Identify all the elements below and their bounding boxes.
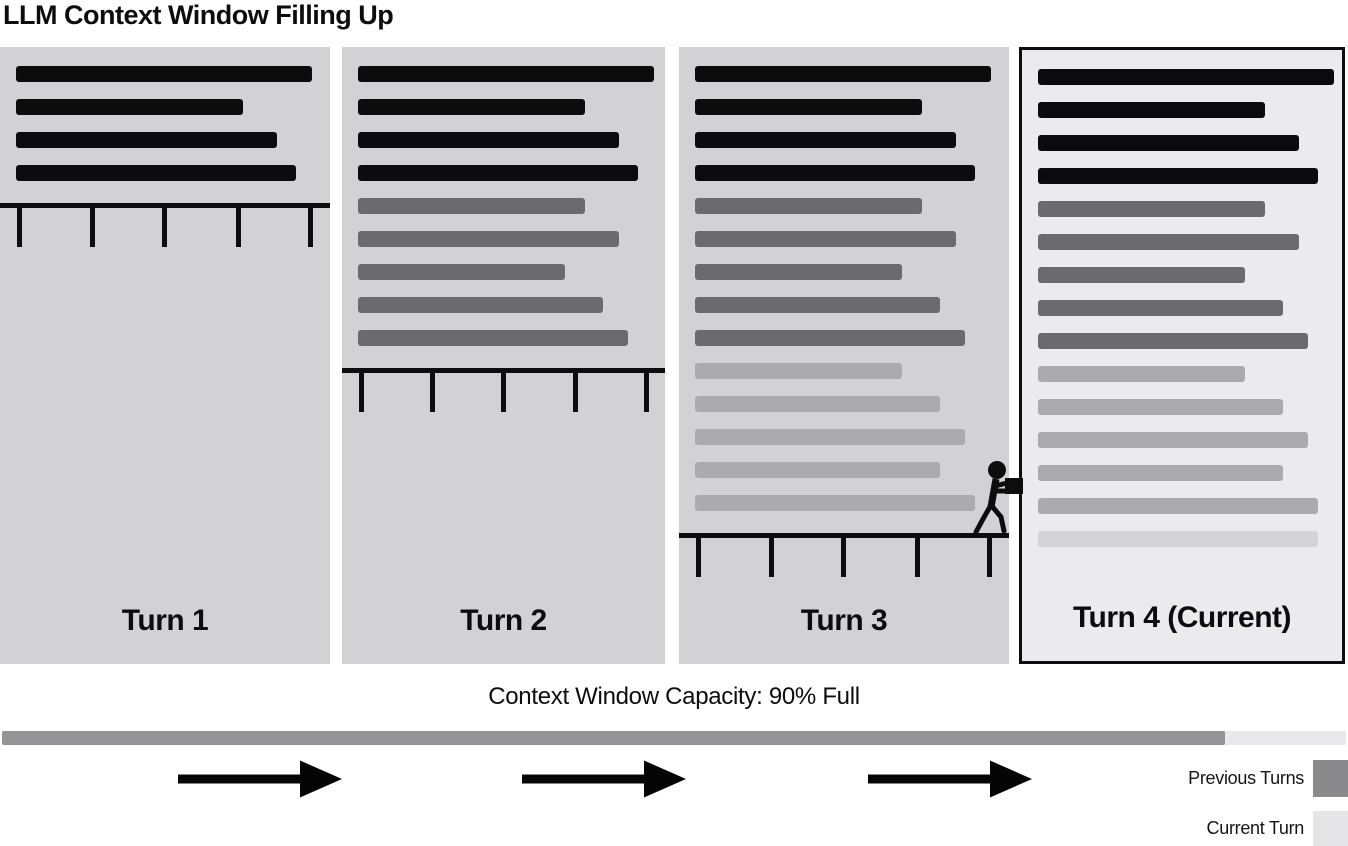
text-line-bar	[1038, 168, 1318, 184]
turn-panel-1: Turn 1	[0, 47, 330, 664]
ruler-icon	[342, 368, 665, 413]
text-line-bar	[695, 297, 940, 313]
text-line-bar	[1038, 399, 1283, 415]
turn-panel-2: Turn 2	[342, 47, 665, 664]
text-line-bar	[1038, 234, 1299, 250]
legend-swatch-previous-turns	[1313, 760, 1348, 797]
page-title: LLM Context Window Filling Up	[3, 0, 394, 30]
text-line-bar	[1038, 201, 1265, 217]
text-line-bar	[358, 330, 628, 346]
legend-item-previous-turns: Previous Turns	[1188, 760, 1348, 797]
turn-panel-3: Turn 3	[679, 47, 1009, 664]
ruler-icon	[0, 203, 330, 248]
text-line-bar	[695, 495, 975, 511]
legend-swatch-current-turn	[1313, 811, 1348, 846]
text-line-bar	[695, 264, 902, 280]
text-line-bar	[358, 297, 603, 313]
legend-label: Current Turn	[1206, 818, 1305, 838]
text-line-bar	[695, 330, 965, 346]
arrow-right-icon	[178, 760, 342, 798]
text-line-bar	[695, 132, 956, 148]
text-line-bar	[695, 198, 922, 214]
legend-item-current-turn: Current Turn	[1207, 811, 1348, 846]
text-line-bar	[16, 165, 296, 181]
turn-panel-4: Turn 4 (Current)	[1019, 47, 1345, 664]
text-line-bar	[1038, 267, 1245, 283]
text-line-bar	[1038, 366, 1245, 382]
context-progress-bar	[2, 731, 1346, 745]
text-line-bar	[1038, 333, 1308, 349]
capacity-caption: Context Window Capacity: 90% Full	[488, 683, 860, 710]
text-line-bar	[358, 66, 654, 82]
text-line-bar	[695, 462, 940, 478]
text-line-bar	[358, 132, 619, 148]
arrow-right-icon	[522, 760, 686, 798]
text-line-bar	[695, 231, 956, 247]
turn-label: Turn 1	[121, 604, 209, 637]
text-line-bar	[358, 231, 619, 247]
turn-label: Turn 3	[800, 604, 888, 637]
ruler-icon	[679, 533, 1009, 578]
text-line-bar	[695, 363, 902, 379]
text-line-bar	[1038, 102, 1265, 118]
text-line-bar	[358, 264, 565, 280]
turn-label: Turn 2	[460, 604, 547, 637]
text-line-bar	[1038, 69, 1334, 85]
turn-label: Turn 4 (Current)	[1072, 601, 1292, 634]
text-line-bar	[695, 429, 965, 445]
text-line-bar	[695, 165, 975, 181]
text-line-bar	[358, 198, 585, 214]
text-line-bar	[1038, 498, 1318, 514]
arrow-right-icon	[868, 760, 1032, 798]
progress-fill	[2, 731, 1226, 745]
text-line-bar	[1038, 531, 1318, 547]
person-carrying-box-icon	[973, 461, 1023, 535]
text-line-bar	[1038, 432, 1308, 448]
text-line-bar	[16, 132, 277, 148]
text-line-bar	[16, 99, 243, 115]
legend-label: Previous Turns	[1188, 768, 1304, 788]
text-line-bar	[695, 66, 991, 82]
text-line-bar	[358, 99, 585, 115]
text-line-bar	[1038, 300, 1283, 316]
text-line-bar	[1038, 465, 1283, 481]
text-line-bar	[1038, 135, 1299, 151]
text-line-bar	[695, 396, 940, 412]
text-line-bar	[16, 66, 312, 82]
text-line-bar	[358, 165, 638, 181]
text-line-bar	[695, 99, 922, 115]
